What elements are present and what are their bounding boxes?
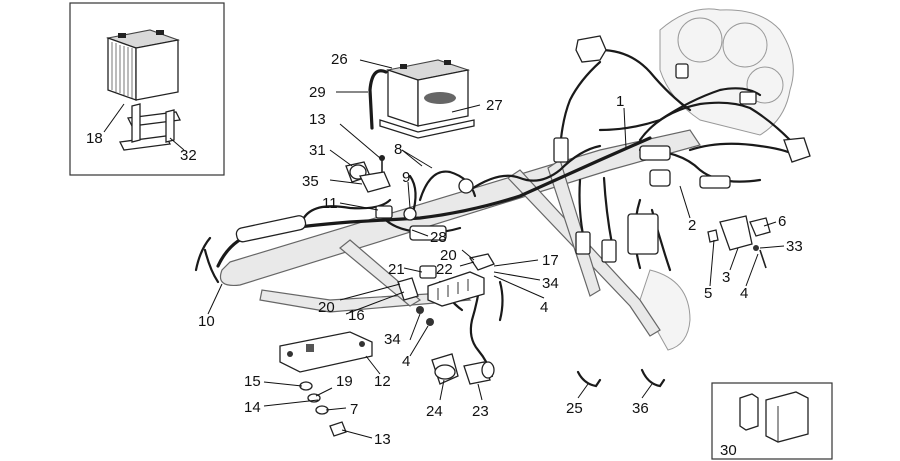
callout-28: 28 [430,229,447,246]
callout-15: 15 [244,373,261,390]
screw-33-illustration [753,245,767,269]
callout-2: 2 [688,217,696,234]
callout-13-top: 13 [309,111,326,128]
callout-34-left: 34 [384,331,401,348]
part-23-illustration [463,361,495,385]
callout-10: 10 [198,313,215,330]
callout-29: 29 [309,84,326,101]
small-bracket-16-illustration [397,277,419,301]
callout-35: 35 [302,173,319,190]
callout-5: 5 [704,285,712,302]
battery-27-illustration [379,59,475,139]
harness-components [235,35,811,263]
callout-21: 21 [388,261,405,278]
screw-13-top-illustration [379,155,385,172]
callout-26: 26 [331,51,348,68]
callout-14: 14 [244,399,261,416]
battery-18-illustration [105,29,181,101]
callout-20-left: 20 [318,299,335,316]
callout-23: 23 [472,403,489,420]
callout-1: 1 [616,93,624,110]
relay-30-illustration [739,391,809,443]
leader-lines [207,59,785,439]
callout-7: 7 [350,401,358,418]
callout-31: 31 [309,142,326,159]
callout-24: 24 [426,403,443,420]
callout-36: 36 [632,400,649,417]
callout-17: 17 [542,252,559,269]
callout-13-bottom: 13 [374,431,391,448]
part-6-illustration [749,217,771,237]
callout-16: 16 [348,307,365,324]
part-5-illustration [707,229,719,243]
callout-3: 3 [722,269,730,286]
bracket-32-illustration [119,103,181,151]
part-24-illustration [431,353,459,385]
clip-36-illustration [640,368,666,388]
callout-8: 8 [394,141,402,158]
callout-32: 32 [180,147,197,164]
callout-9: 9 [402,169,410,186]
instrument-cluster-outline [639,8,794,351]
callout-20-top: 20 [440,247,457,264]
callout-4-center: 4 [540,299,548,316]
callout-27: 27 [486,97,503,114]
clip-25-illustration [576,370,602,388]
strap-29 [368,69,388,130]
callout-25: 25 [566,400,583,417]
callout-34-right: 34 [542,275,559,292]
callout-30: 30 [720,442,737,459]
callout-19: 19 [336,373,353,390]
callout-6: 6 [778,213,786,230]
bracket-3-illustration [719,215,753,251]
callout-4-right: 4 [740,285,748,302]
inset-relay-box: 30 [711,382,833,460]
callout-12: 12 [374,373,391,390]
callout-numbers: 26 27 29 13 31 35 8 9 11 28 1 2 10 20 16… [198,51,803,448]
callout-4-left: 4 [402,353,410,370]
washers-hardware [299,306,434,437]
callout-33: 33 [786,238,803,255]
inset-battery-box: 18 32 [69,2,225,176]
callout-11: 11 [322,195,338,212]
plate-12-illustration [279,331,373,373]
fuse-box-illustration [419,253,495,307]
callout-22: 22 [436,261,453,278]
callout-18: 18 [86,130,103,147]
part-35-illustration [359,171,391,193]
